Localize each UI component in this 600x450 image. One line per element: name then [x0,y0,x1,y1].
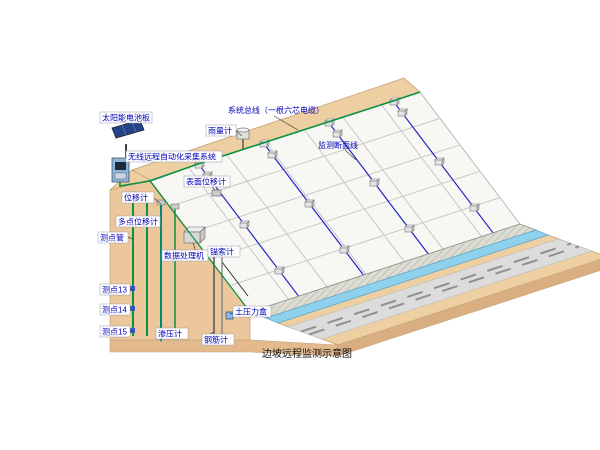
label-rain-gauge: 雨量计 [208,126,232,136]
label-surface-displacement: 表面位移计 [186,177,226,187]
label-box [121,191,155,204]
label-earth-pressure-cell: 土压力盒 [235,307,267,317]
borehole-cap [170,203,180,210]
label-solar-panel: 太阳能电池板 [102,113,150,123]
label-displacement-meter: 位移计 [124,193,148,203]
measure-point-marker-13 [130,286,135,291]
label-box [99,303,131,316]
retaining-wall-hatch [250,224,536,318]
road [287,238,593,340]
anchor-cable [221,261,249,297]
system-bus-downslope [149,180,251,313]
labels: 太阳能电池板 无线远程自动化采集系统 系统总线（一根六芯电缆） 雨量计 监测断面… [97,105,358,346]
measure-point-marker-15 [130,328,135,333]
label-multipoint-displacement: 多点位移计 [118,217,158,227]
label-wireless-system: 无线远程自动化采集系统 [128,152,216,162]
label-box [99,283,131,296]
label-measuring-point-tube: 测点管 [100,233,124,243]
label-box [155,327,189,340]
data-processor-device [183,226,206,244]
label-box [99,111,153,124]
label-system-bus: 系统总线（一根六芯电缆） [228,105,324,115]
label-box [125,150,223,163]
label-point-14: 测点14 [102,306,127,315]
label-box [183,175,231,188]
label-rebar-meter: 钢筋计 [204,335,228,345]
label-box [207,245,241,258]
borehole-cap [156,199,166,206]
label-box [115,215,161,228]
measure-point-marker-14 [130,306,135,311]
label-seepage-meter: 渗压计 [158,329,182,339]
diagram-caption: 边坡远程监测示意图 [262,347,352,360]
label-box [232,305,272,318]
label-point-13: 测点13 [102,286,127,295]
label-box [97,231,129,244]
label-data-processor: 数据处理机 [164,251,204,261]
label-box [201,333,235,346]
acquisition-cabinet [111,157,130,183]
label-box [205,124,237,137]
surface-displacement-sensor [211,189,222,197]
label-point-15: 测点15 [102,328,127,337]
label-anchor-cable-meter: 锚索计 [210,247,234,257]
label-monitoring-section: 监测断面线 [318,140,358,150]
rain-gauge-device [236,127,250,150]
label-box [99,325,131,338]
system-bus-line [119,91,421,187]
road-markings [300,242,580,336]
drainage-channel [264,229,550,324]
block-side-face [337,259,600,357]
